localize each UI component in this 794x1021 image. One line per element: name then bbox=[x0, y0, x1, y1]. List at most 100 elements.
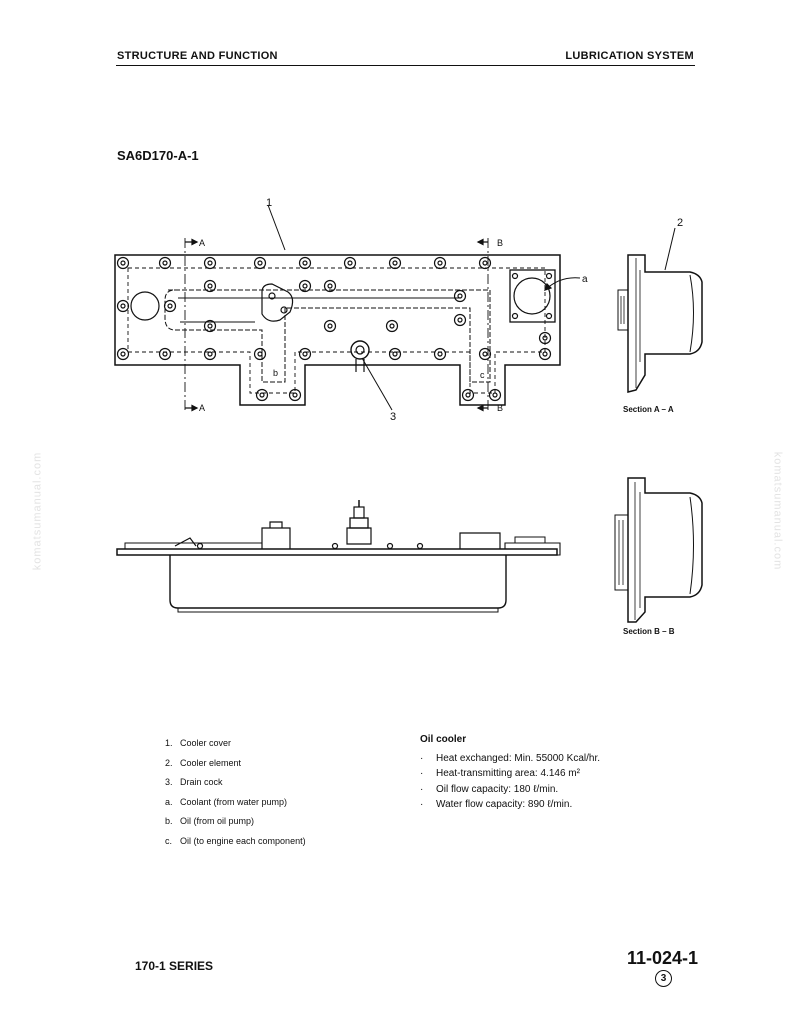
callout-2: 2 bbox=[677, 217, 683, 229]
bolt-inner bbox=[542, 351, 548, 357]
legend-key: c. bbox=[165, 835, 173, 846]
bolt-outer bbox=[478, 347, 492, 361]
bolt-outer bbox=[203, 347, 217, 361]
bolt-outer bbox=[298, 256, 312, 270]
bolt-inner bbox=[207, 323, 213, 329]
bolt-outer bbox=[538, 331, 552, 345]
bolt-outer bbox=[453, 289, 467, 303]
bolt-inner bbox=[327, 283, 333, 289]
bolt-outer bbox=[253, 256, 267, 270]
bolt-inner bbox=[207, 283, 213, 289]
bolt-inner bbox=[207, 351, 213, 357]
oil-cooler-title: Oil cooler bbox=[420, 734, 467, 745]
section-mark-a-top: A bbox=[199, 238, 205, 248]
bolt-outer bbox=[433, 347, 447, 361]
section-aa-view bbox=[617, 227, 703, 393]
bolt-inner bbox=[542, 335, 548, 341]
bolt-inner bbox=[302, 351, 308, 357]
bolt-inner bbox=[257, 260, 263, 266]
spec-item: · Water flow capacity: 890 ℓ/min. bbox=[420, 797, 600, 813]
bolt-inner bbox=[302, 283, 308, 289]
header-chapter-title: LUBRICATION SYSTEM bbox=[565, 50, 694, 62]
legend-key: 2. bbox=[165, 757, 173, 768]
header-rule bbox=[116, 65, 695, 66]
legend-item: c. Oil (to engine each component) bbox=[165, 832, 306, 852]
bolt-outer bbox=[253, 347, 267, 361]
callout-3: 3 bbox=[390, 411, 396, 423]
legend-text: Cooler element bbox=[180, 757, 242, 768]
legend-key: a. bbox=[165, 796, 173, 807]
bolt-inner bbox=[437, 260, 443, 266]
bolt-inner bbox=[389, 323, 395, 329]
revision-badge: 3 bbox=[655, 970, 672, 987]
bolt-outer bbox=[461, 388, 475, 402]
bolt-inner bbox=[162, 260, 168, 266]
bullet-icon: · bbox=[420, 799, 424, 810]
bolt-inner bbox=[392, 260, 398, 266]
spec-text: Water flow capacity: 890 ℓ/min. bbox=[436, 799, 573, 810]
bolt-outer bbox=[158, 347, 172, 361]
callout-1: 1 bbox=[266, 197, 272, 209]
bolt-outer bbox=[116, 256, 130, 270]
bolt-outer bbox=[255, 388, 269, 402]
bolt-inner bbox=[207, 260, 213, 266]
callout-a: a bbox=[582, 274, 588, 285]
legend-item: 3.Drain cock bbox=[165, 773, 306, 793]
model-title: SA6D170-A-1 bbox=[117, 148, 199, 163]
bolt-outer bbox=[116, 347, 130, 361]
section-bb-view bbox=[614, 477, 703, 623]
bullet-icon: · bbox=[420, 783, 424, 795]
bolt-outer bbox=[203, 279, 217, 293]
bolt-outer bbox=[163, 299, 177, 313]
legend-item: b.Oil (from oil pump) bbox=[165, 812, 306, 832]
bolt-outer bbox=[288, 388, 302, 402]
cover-bolts bbox=[116, 256, 552, 402]
legend-item: 1.Cooler cover bbox=[165, 734, 306, 754]
bolt-inner bbox=[120, 260, 126, 266]
bolt-outer bbox=[388, 256, 402, 270]
footer-series: 170-1 SERIES bbox=[135, 959, 214, 973]
bolt-outer bbox=[323, 319, 337, 333]
bolt-outer bbox=[388, 347, 402, 361]
legend-item: a. Coolant (from water pump) bbox=[165, 793, 306, 813]
bolt-inner bbox=[347, 260, 353, 266]
bolt-outer bbox=[453, 313, 467, 327]
bolt-inner bbox=[437, 351, 443, 357]
parts-legend: 1.Cooler cover 2. Cooler element 3.Drain … bbox=[165, 734, 306, 852]
legend-text: Coolant (from water pump) bbox=[180, 796, 288, 807]
legend-text: Cooler cover bbox=[180, 738, 232, 748]
bolt-inner bbox=[120, 303, 126, 309]
bolt-inner bbox=[167, 303, 173, 309]
header-section-title: STRUCTURE AND FUNCTION bbox=[117, 50, 278, 62]
bolt-inner bbox=[457, 293, 463, 299]
bolt-outer bbox=[116, 299, 130, 313]
bolt-outer bbox=[488, 388, 502, 402]
section-mark-a-bottom: A bbox=[199, 403, 205, 413]
page-number: 11-024-1 bbox=[626, 948, 698, 968]
bolt-outer bbox=[343, 256, 357, 270]
spec-item: ·Heat exchanged: Min. 55000 Kcal/hr. bbox=[420, 751, 600, 767]
bolt-outer bbox=[203, 256, 217, 270]
bolt-inner bbox=[482, 351, 488, 357]
bolt-inner bbox=[120, 351, 126, 357]
oil-cooler-specs: Oil cooler ·Heat exchanged: Min. 55000 K… bbox=[420, 732, 600, 813]
legend-key: b. bbox=[165, 816, 173, 827]
spec-item: · Oil flow capacity: 180 ℓ/min. bbox=[420, 782, 600, 798]
bolt-outer bbox=[538, 347, 552, 361]
section-mark-b-top: B bbox=[497, 238, 503, 248]
bullet-icon: · bbox=[420, 768, 424, 779]
bolt-outer bbox=[298, 347, 312, 361]
spec-text: Oil flow capacity: 180 ℓ/min. bbox=[436, 783, 559, 795]
bolt-inner bbox=[457, 317, 463, 323]
bolt-inner bbox=[162, 351, 168, 357]
bolt-inner bbox=[302, 260, 308, 266]
bolt-outer bbox=[385, 319, 399, 333]
legend-key: 3. bbox=[165, 777, 173, 788]
bolt-outer bbox=[323, 279, 337, 293]
bolt-outer bbox=[433, 256, 447, 270]
legend-text: Oil (to engine each component) bbox=[180, 835, 306, 846]
spec-text: Heat-transmitting area: 4.146 m² bbox=[436, 768, 580, 779]
bolt-inner bbox=[482, 260, 488, 266]
bolt-outer bbox=[298, 279, 312, 293]
